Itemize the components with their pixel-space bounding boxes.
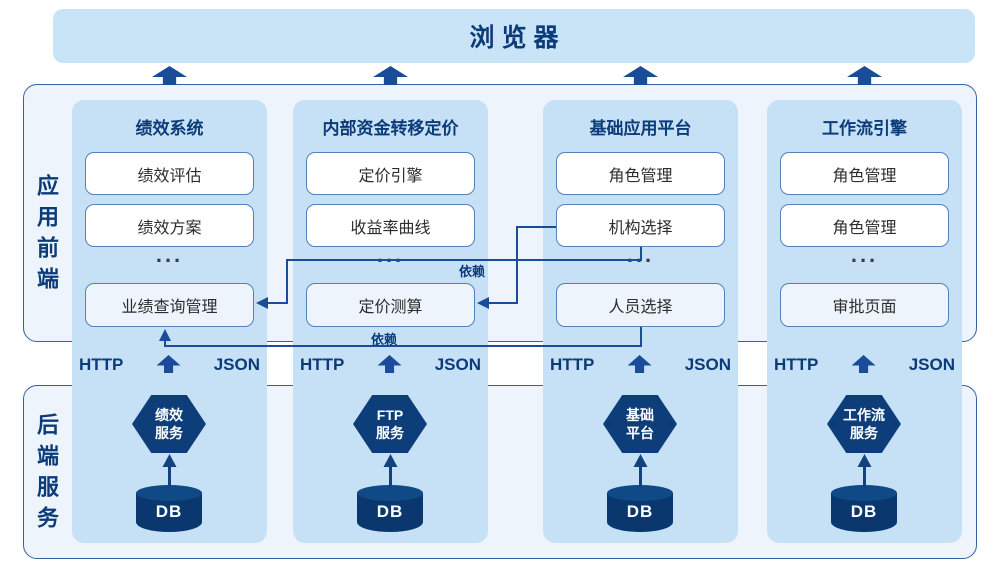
- service-name-line: 服务: [376, 425, 404, 441]
- ellipsis: ...: [626, 242, 655, 267]
- http-label: HTTP: [300, 355, 345, 374]
- module-box: 角色管理: [556, 152, 725, 195]
- dependency-label: 依赖: [370, 332, 397, 347]
- up-arrow-icon: [847, 66, 882, 85]
- db-label: DB: [155, 502, 183, 521]
- module-box: 角色管理: [780, 152, 949, 195]
- module-box: 定价引擎: [306, 152, 475, 195]
- ellipsis: ...: [850, 242, 879, 267]
- backend-section-label: 后端服务: [34, 413, 59, 537]
- ellipsis: ...: [155, 242, 184, 267]
- up-arrow-icon: [851, 355, 876, 373]
- http-json-row: HTTP JSON: [72, 352, 267, 378]
- json-label: JSON: [213, 355, 260, 374]
- db-cylinder: DB: [831, 485, 897, 532]
- service-name-line: FTP: [376, 406, 404, 423]
- json-label: JSON: [684, 355, 731, 374]
- module-box: 人员选择: [556, 283, 725, 327]
- column-title: 基础应用平台: [589, 119, 692, 138]
- service-name-line: 平台: [626, 425, 654, 441]
- up-arrow-icon: [377, 355, 402, 373]
- browser-bar: 浏览器: [53, 9, 975, 63]
- browser-label: 浏览器: [469, 24, 566, 52]
- up-arrow-icon: [156, 355, 181, 373]
- module-box: 角色管理: [780, 204, 949, 247]
- db-cylinder: DB: [136, 485, 202, 532]
- db-label: DB: [626, 502, 654, 521]
- module-box: 审批页面: [780, 283, 949, 327]
- column-title: 工作流引擎: [822, 119, 907, 138]
- json-label: JSON: [908, 355, 955, 374]
- column-title: 内部资金转移定价: [322, 119, 459, 138]
- db-cylinder: DB: [607, 485, 673, 532]
- up-arrow-icon: [373, 66, 408, 85]
- json-label: JSON: [434, 355, 481, 374]
- db-label: DB: [376, 502, 404, 521]
- http-label: HTTP: [79, 355, 124, 374]
- http-json-row: HTTP JSON: [293, 352, 488, 378]
- up-arrow-icon: [623, 66, 658, 85]
- service-name-line: 服务: [155, 425, 183, 441]
- module-box: 绩效评估: [85, 152, 254, 195]
- dependency-label: 依赖: [458, 264, 485, 279]
- column-title: 绩效系统: [135, 119, 204, 138]
- http-json-row: HTTP JSON: [767, 352, 962, 378]
- frontend-section-label: 应用前端: [34, 174, 59, 298]
- db-cylinder: DB: [357, 485, 423, 532]
- module-box: 绩效方案: [85, 204, 254, 247]
- module-box: 机构选择: [556, 204, 725, 247]
- service-name-line: 基础: [626, 406, 654, 423]
- up-arrow-icon: [152, 66, 187, 85]
- db-label: DB: [850, 502, 878, 521]
- module-box: 收益率曲线: [306, 204, 475, 247]
- http-label: HTTP: [774, 355, 819, 374]
- service-name-line: 服务: [850, 425, 878, 441]
- service-name-line: 绩效: [155, 406, 183, 423]
- module-box: 业绩查询管理: [85, 283, 254, 327]
- service-name-line: 工作流: [843, 406, 885, 423]
- http-label: HTTP: [550, 355, 595, 374]
- http-json-row: HTTP JSON: [543, 352, 738, 378]
- module-box: 定价测算: [306, 283, 475, 327]
- up-arrow-icon: [627, 355, 652, 373]
